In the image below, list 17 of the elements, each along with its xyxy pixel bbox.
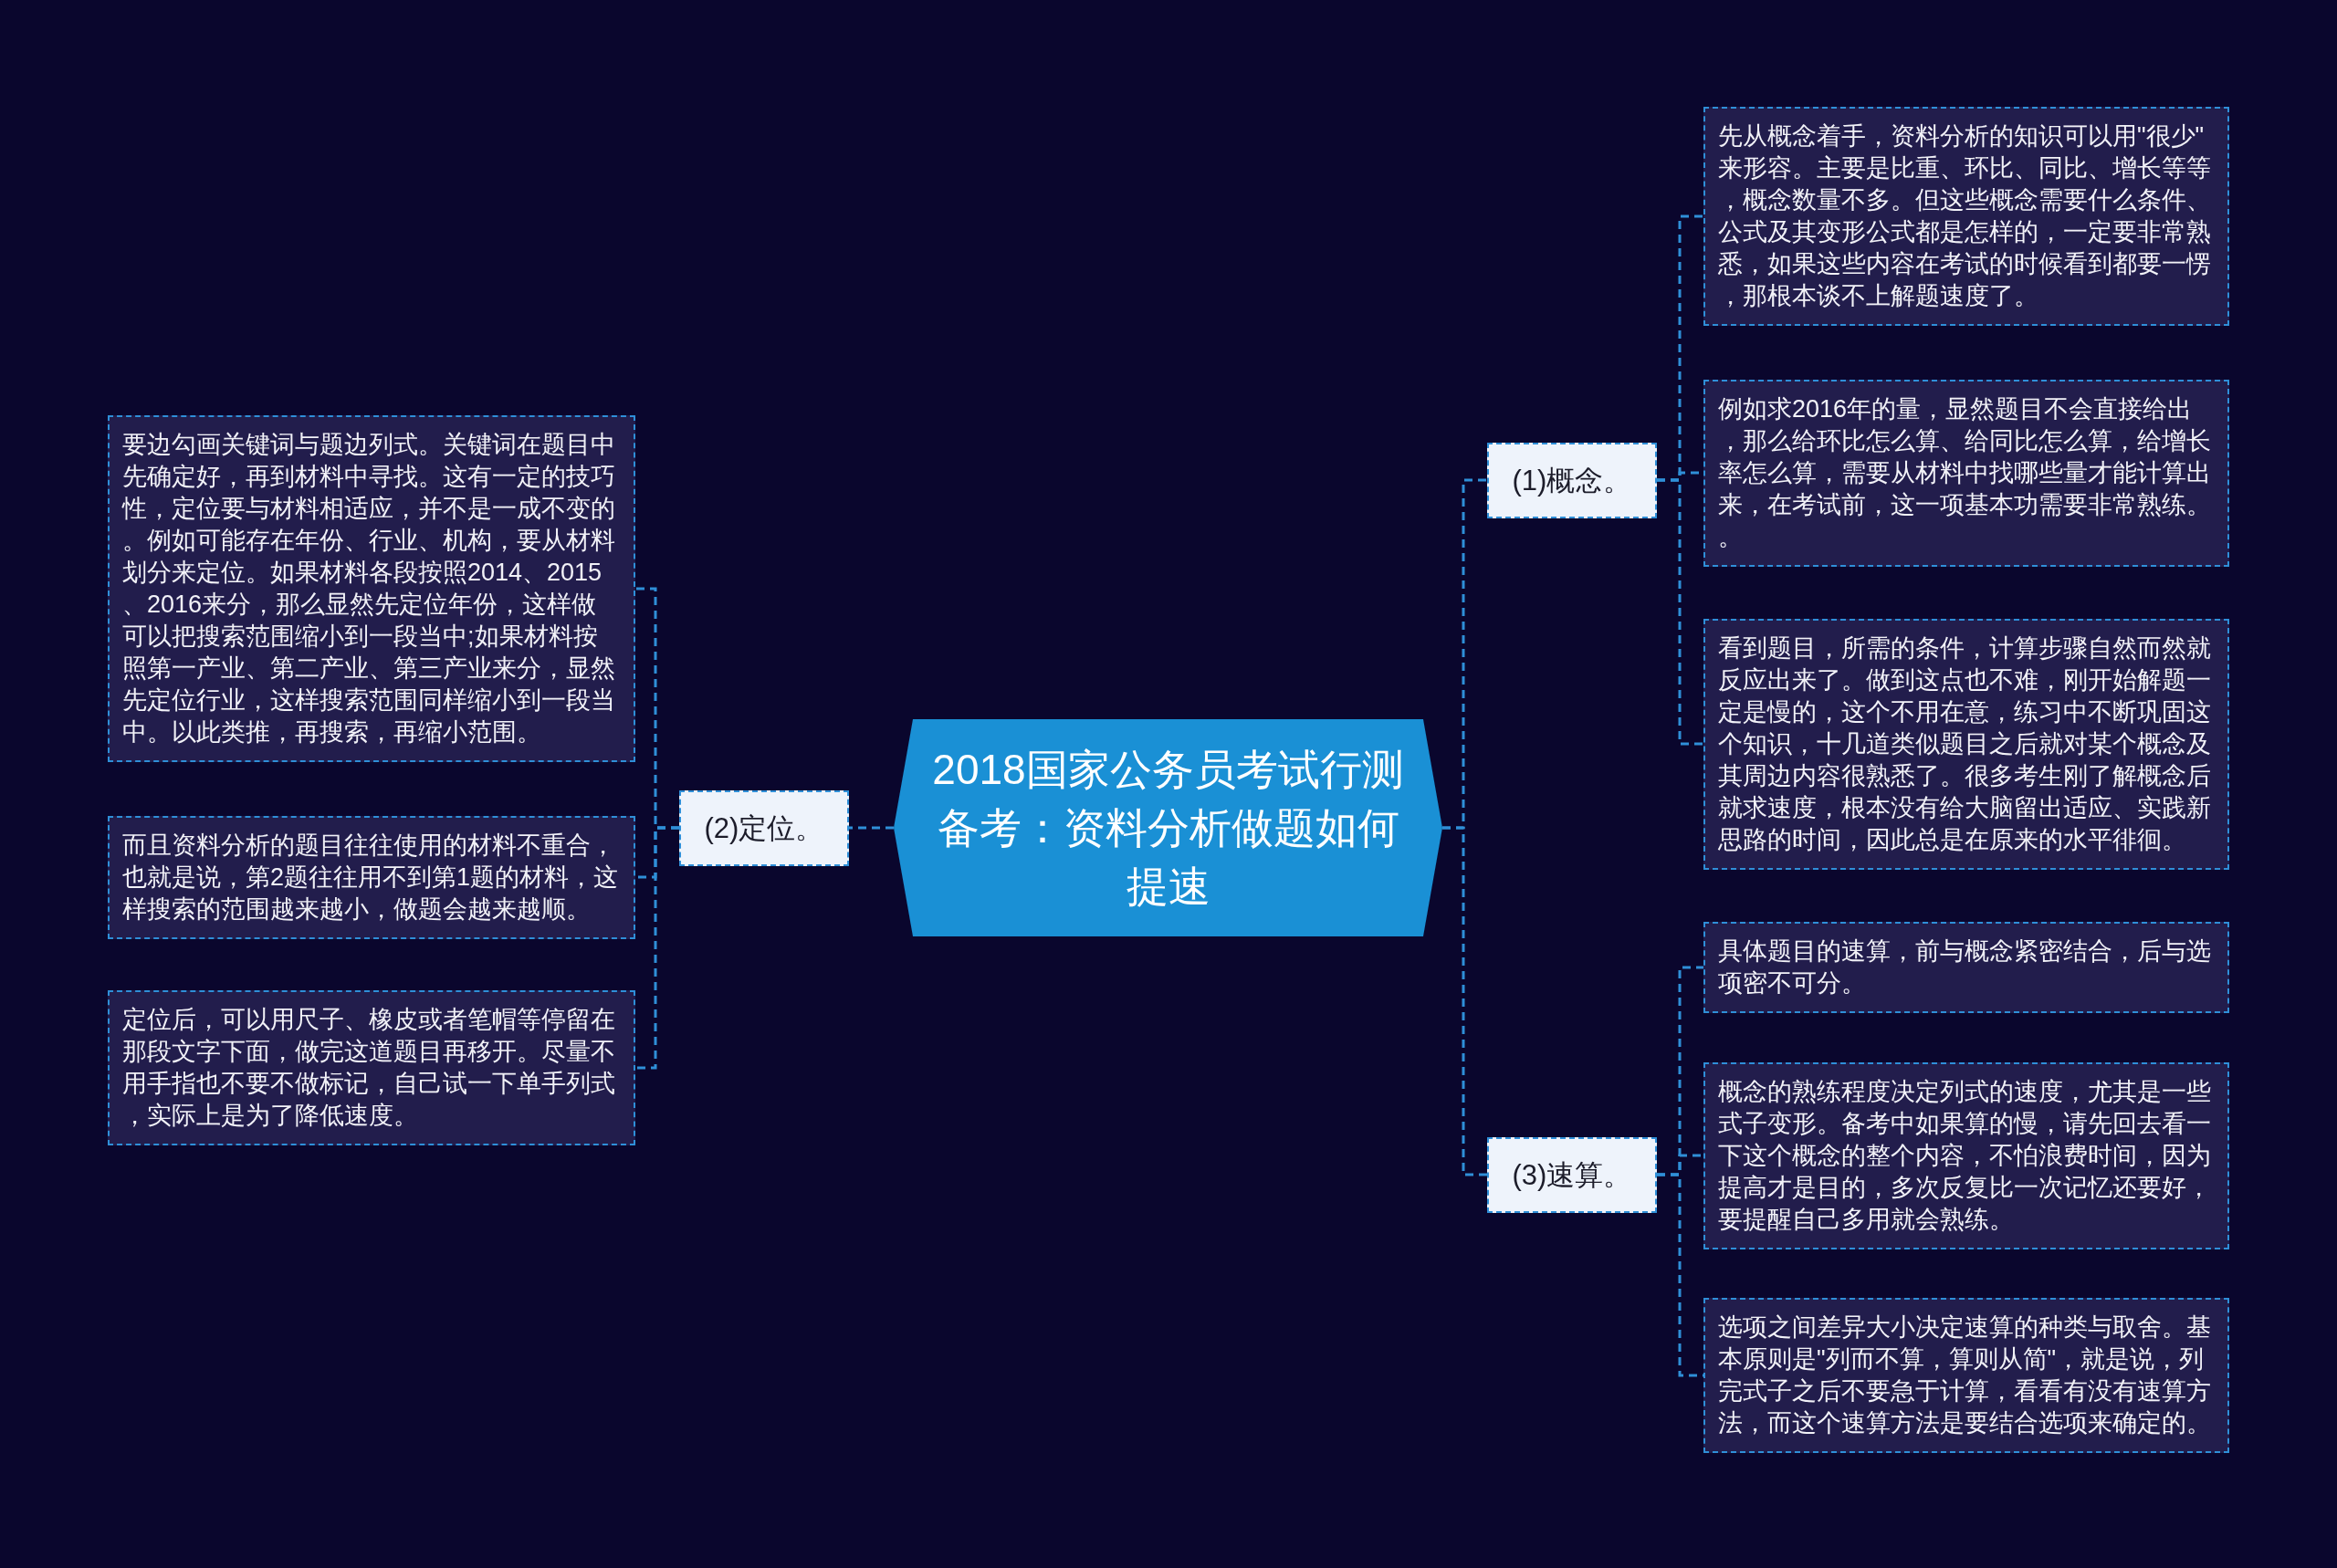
connector — [635, 826, 679, 1070]
central-topic: 2018国家公务员考试行测备考：资料分析做题如何提速 — [894, 719, 1442, 936]
note-box: 例如求2016年的量，显然题目不会直接给出，那么给环比怎么算、给同比怎么算，给增长率怎么算，需要从材料中找哪些量才能计算出来，在考试前，这一项基本功需要非常熟练。。 — [1703, 380, 2229, 567]
note-box: 定位后，可以用尺子、橡皮或者笔帽等停留在那段文字下面，做完这道题目再移开。尽量不用手指也不要不做标记，自己试一下单手列式，实际上是为了降低速度。 — [108, 990, 635, 1145]
note-box: 要边勾画关键词与题边列式。关键词在题目中先确定好，再到材料中寻找。这有一定的技巧性，定位要与材料相适应，并不是一成不变的。例如可能存在年份、行业、机构，要从材料划分来定位。如果材料各段按照2014、2015、2016来分，那么显然先定位年份，这样做可以把搜索范围缩小到一段当中;如果材料按照第一产业、第二产业、第三产业来分，显然先定位行业，这样搜索范围同样缩小到一段当中。以此类推，再搜索，再缩小范围。 — [108, 415, 635, 762]
note-box: 具体题目的速算，前与概念紧密结合，后与选项密不可分。 — [1703, 922, 2229, 1013]
connector — [1657, 478, 1703, 746]
connector — [1442, 826, 1487, 1176]
topic-box: (1)概念。 — [1487, 443, 1657, 518]
note-box: 看到题目，所需的条件，计算步骤自然而然就反应出来了。做到这点也不难，刚开始解题一定是慢的，这个不用在意，练习中不断巩固这个知识，十几道类似题目之后就对某个概念及其周边内容很熟悉了。很多考生刚了解概念后就求速度，根本没有给大脑留出适应、实践新思路的时间，因此总是在原来的水平徘徊。 — [1703, 619, 2229, 870]
note-box: 概念的熟练程度决定列式的速度，尤其是一些式子变形。备考中如果算的慢，请先回去看一下这个概念的整个内容，不怕浪费时间，因为提高才是目的，多次反复比一次记忆还要好，要提醒自己多用就会熟练。 — [1703, 1062, 2229, 1249]
topic-box: (2)定位。 — [679, 790, 849, 866]
connector — [849, 826, 894, 830]
topic-box: (3)速算。 — [1487, 1137, 1657, 1213]
note-box: 而且资料分析的题目往往使用的材料不重合，也就是说，第2题往往用不到第1题的材料，这样搜索的范围越来越小，做题会越来越顺。 — [108, 816, 635, 939]
note-box: 选项之间差异大小决定速算的种类与取舍。基本原则是"列而不算，算则从简"，就是说，列完式子之后不要急于计算，看看有没有速算方法，而这个速算方法是要结合选项来确定的。 — [1703, 1298, 2229, 1453]
note-box: 先从概念着手，资料分析的知识可以用"很少"来形容。主要是比重、环比、同比、增长等等，概念数量不多。但这些概念需要什么条件、公式及其变形公式都是怎样的，一定要非常熟悉，如果这些内容在考试的时候看到都要一愣，那根本谈不上解题速度了。 — [1703, 107, 2229, 326]
